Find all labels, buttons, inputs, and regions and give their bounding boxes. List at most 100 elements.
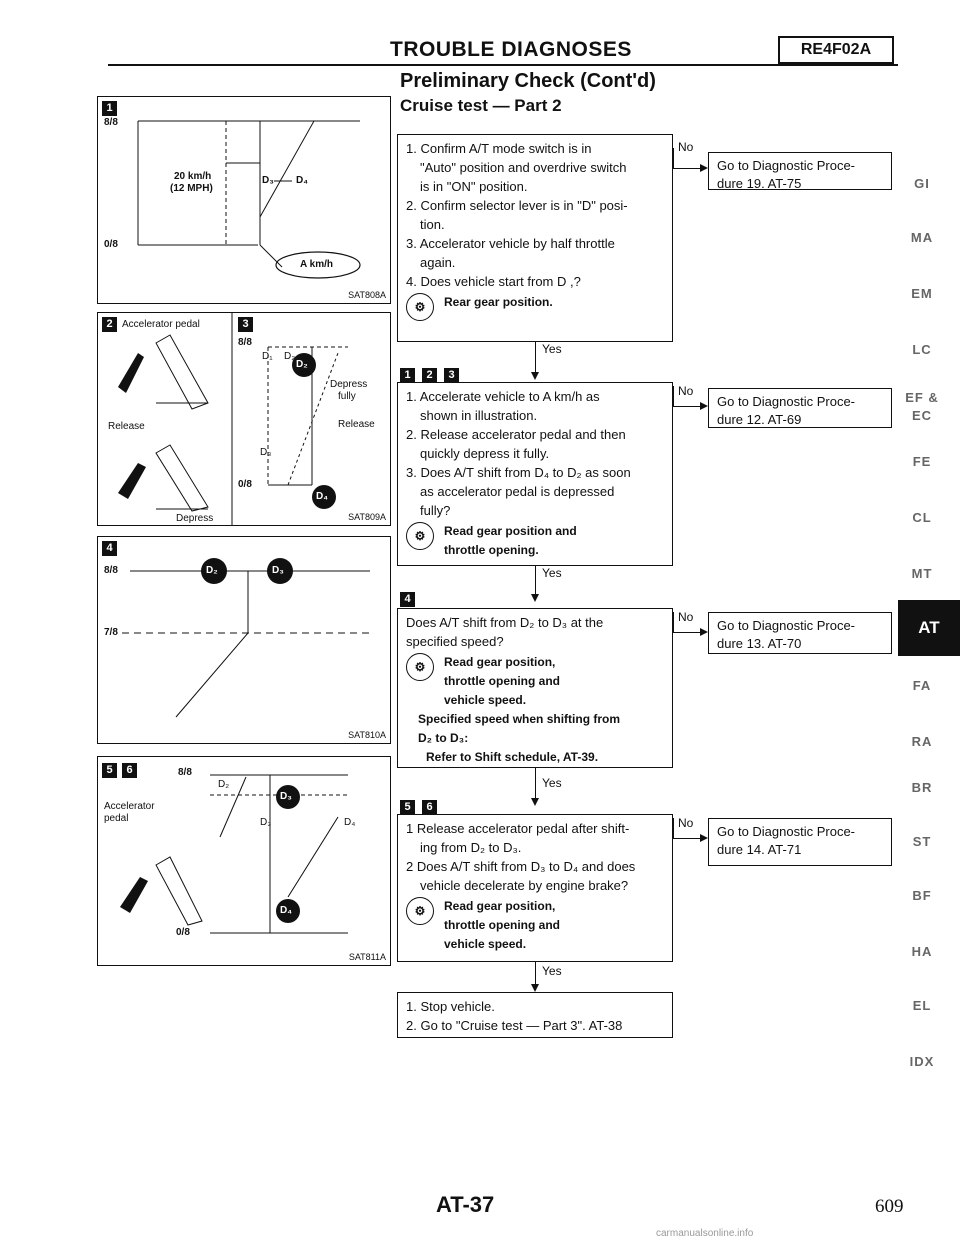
side-tab-mt[interactable]: MT bbox=[911, 566, 933, 581]
no-action-box-4: Go to Diagnostic Proce- dure 14. AT-71 bbox=[708, 818, 892, 866]
gear-indicator-icon: ⚙ bbox=[406, 522, 434, 550]
side-tab-fa[interactable]: FA bbox=[912, 678, 932, 693]
step-2-tip: ⚙ Read gear position and throttle openin… bbox=[406, 522, 664, 560]
side-tab-fe[interactable]: FE bbox=[912, 454, 932, 469]
step-3-tip-text: throttle opening and bbox=[444, 674, 560, 688]
figure-1-badge: 1 bbox=[102, 101, 117, 116]
fig3-circle-d4: D₄ bbox=[316, 491, 328, 502]
model-code-badge: RE4F02A bbox=[778, 36, 894, 64]
side-tab-br[interactable]: BR bbox=[911, 780, 933, 795]
side-tab-lc[interactable]: LC bbox=[912, 342, 932, 357]
step-3-tip-text: Read gear position, bbox=[444, 655, 556, 669]
arrow-down-icon bbox=[531, 372, 539, 380]
figure-5-badge: 5 bbox=[102, 763, 117, 778]
step-4-tip-text: vehicle speed. bbox=[444, 937, 527, 951]
page-label: AT-37 bbox=[436, 1192, 495, 1217]
step-4-box: 1 Release accelerator pedal after shift-… bbox=[397, 814, 673, 962]
side-tab-el[interactable]: EL bbox=[912, 998, 932, 1013]
no-label: No bbox=[678, 816, 694, 830]
fig3-d1-label: D₁ bbox=[262, 351, 273, 362]
no-action-text: Go to Diagnostic Proce- bbox=[717, 824, 856, 839]
step-3-item: specified speed? bbox=[406, 634, 504, 649]
no-connector bbox=[673, 406, 701, 407]
step-1-item: tion. bbox=[420, 217, 445, 232]
side-tab-at-active[interactable]: AT bbox=[898, 600, 960, 656]
step-4-item: 1 Release accelerator pedal after shift- bbox=[406, 821, 630, 836]
fig3-top-label: 8/8 bbox=[238, 337, 252, 348]
side-tab-ma[interactable]: MA bbox=[910, 230, 934, 245]
step-4-badge: 6 bbox=[422, 800, 437, 815]
yes-connector bbox=[535, 962, 536, 984]
no-action-text: dure 19. AT-75 bbox=[717, 176, 802, 191]
arrow-right-icon bbox=[700, 164, 708, 172]
step-2-item: 1. Accelerate vehicle to A km/h as bbox=[406, 389, 600, 404]
step-1-item: "Auto" position and overdrive switch bbox=[420, 160, 627, 175]
fig4-mid-label: 7/8 bbox=[104, 627, 118, 638]
side-tab-ef[interactable]: EF & bbox=[905, 390, 939, 405]
depress-label: Depress bbox=[176, 513, 214, 524]
figure-4-graph bbox=[122, 558, 370, 718]
figure-4-panel: 4 8/8 7/8 D₂ D₃ SAT810A bbox=[97, 536, 391, 744]
side-tab-st[interactable]: ST bbox=[912, 834, 932, 849]
figure-5-6-code: SAT811A bbox=[348, 952, 386, 962]
step-4-item: ing from D₂ to D₃. bbox=[420, 840, 522, 855]
figure-1-graph bbox=[137, 120, 361, 279]
step-4-tip-text: Read gear position, bbox=[444, 899, 556, 913]
figure-3-code: SAT809A bbox=[348, 512, 386, 522]
step-2-badge: 1 bbox=[400, 368, 415, 383]
no-connector bbox=[673, 386, 674, 406]
step-4-badge: 5 bbox=[400, 800, 415, 815]
step-2-badge: 2 bbox=[422, 368, 437, 383]
figure-1-panel: 1 8/8 0/8 20 km/h (12 MPH) D₃ D₄ A km/h … bbox=[97, 96, 391, 304]
no-connector bbox=[673, 612, 674, 632]
step-4-item: 2 Does A/T shift from D₃ to D₄ and does bbox=[406, 859, 636, 874]
step-5-box: 1. Stop vehicle. 2. Go to "Cruise test —… bbox=[397, 992, 673, 1038]
side-tab-bf[interactable]: BF bbox=[912, 888, 932, 903]
side-tab-em[interactable]: EM bbox=[911, 286, 933, 301]
page-number: 609 bbox=[875, 1196, 904, 1217]
side-tab-cl[interactable]: CL bbox=[912, 510, 932, 525]
fig4-top-label: 8/8 bbox=[104, 565, 118, 576]
side-tab-ec[interactable]: EC bbox=[911, 408, 933, 423]
yes-label: Yes bbox=[542, 776, 562, 790]
arrow-down-icon bbox=[531, 798, 539, 806]
step-1-item: 4. Does vehicle start from D ,? bbox=[406, 274, 581, 289]
speed-label: 20 km/h bbox=[174, 171, 212, 182]
no-action-text: dure 12. AT-69 bbox=[717, 412, 802, 427]
speed-mph-label: (12 MPH) bbox=[170, 183, 213, 194]
gear-d4-label: D₄ bbox=[296, 175, 308, 186]
fig56-d2-label: D₂ bbox=[218, 779, 230, 790]
fig3-depress-label: Depress bbox=[330, 379, 368, 390]
fig3-circle-d2: D₂ bbox=[296, 359, 308, 370]
no-connector bbox=[673, 632, 701, 633]
gear-indicator-icon: ⚙ bbox=[406, 653, 434, 681]
step-2-item: 2. Release accelerator pedal and then bbox=[406, 427, 626, 442]
step-2-box: 1. Accelerate vehicle to A km/h as shown… bbox=[397, 382, 673, 566]
step-1-box: 1. Confirm A/T mode switch is in "Auto" … bbox=[397, 134, 673, 342]
figure-2-3-panel: 2 Accelerator pedal Release Depress 3 8/… bbox=[97, 312, 391, 526]
throttle-bottom-label: 0/8 bbox=[104, 239, 118, 250]
fig56-circle-d3: D₃ bbox=[280, 791, 292, 802]
step-2-item: 3. Does A/T shift from D₄ to D₂ as soon bbox=[406, 465, 631, 480]
arrow-right-icon bbox=[700, 628, 708, 636]
no-label: No bbox=[678, 140, 694, 154]
side-tab-gi[interactable]: GI bbox=[914, 176, 930, 191]
arrow-down-icon bbox=[531, 594, 539, 602]
side-tab-idx[interactable]: IDX bbox=[909, 1054, 935, 1069]
step-1-tip: ⚙ Rear gear position. bbox=[406, 293, 664, 321]
side-tab-ra[interactable]: RA bbox=[911, 734, 933, 749]
side-tab-ha[interactable]: HA bbox=[911, 944, 933, 959]
step-3-tip-text: vehicle speed. bbox=[444, 693, 527, 707]
fig4-circle-d3: D₃ bbox=[272, 565, 284, 576]
fig56-pedal-label: pedal bbox=[104, 813, 129, 824]
step-2-item: quickly depress it fully. bbox=[420, 446, 550, 461]
no-connector bbox=[673, 168, 701, 169]
gear-d3-label: D₃ bbox=[262, 175, 274, 186]
step-2-item: as accelerator pedal is depressed bbox=[420, 484, 615, 499]
no-action-text: Go to Diagnostic Proce- bbox=[717, 618, 856, 633]
step-3-badge: 4 bbox=[400, 592, 415, 607]
step-5-item: 2. Go to "Cruise test — Part 3". AT-38 bbox=[406, 1018, 623, 1033]
arrow-right-icon bbox=[700, 834, 708, 842]
step-2-item: fully? bbox=[420, 503, 451, 518]
fig3-fully-label: fully bbox=[338, 391, 356, 402]
